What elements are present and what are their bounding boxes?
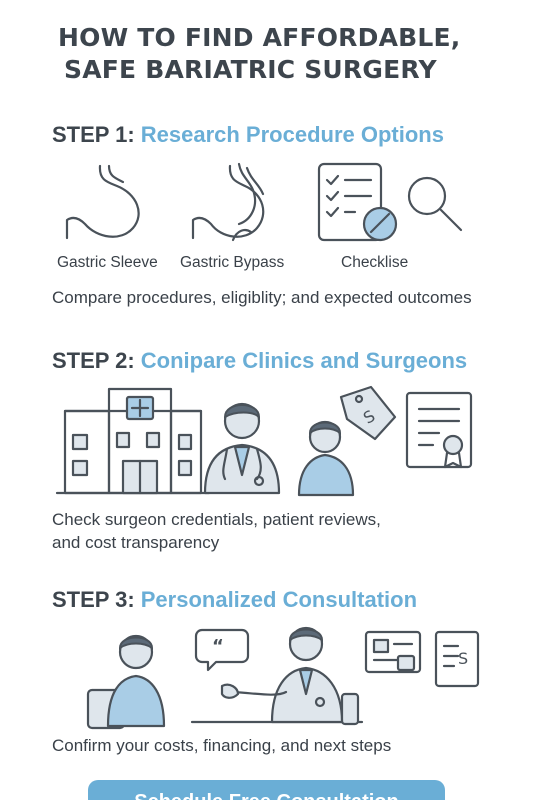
step-2-heading: STEP 2:Conipare Clinics and Surgeons	[52, 348, 467, 374]
doctor-icon	[220, 626, 360, 726]
patient-seated-icon	[86, 634, 166, 730]
hospital-icon	[55, 387, 211, 495]
step-1-description: Compare procedures, eligiblity; and expe…	[52, 288, 472, 307]
step-1-illustration	[65, 162, 463, 242]
title-line-2: SAFE BARIATRIC SURGERY	[64, 55, 437, 84]
step-3-illustration: “ S	[86, 626, 480, 730]
schedule-consultation-button[interactable]: Schedule Free Consultation	[88, 780, 445, 800]
step-3-heading: STEP 3:Personalized Consultation	[52, 587, 417, 613]
step-2-illustration: S	[55, 385, 473, 497]
step-2-number: STEP 2:	[52, 348, 135, 373]
stomach-sleeve-icon	[65, 164, 140, 240]
step-3-number: STEP 3:	[52, 587, 135, 612]
magnifier-icon	[407, 176, 463, 232]
step-1-name: Research Procedure Options	[140, 122, 444, 147]
certificate-icon	[405, 391, 473, 469]
id-card-icon	[364, 630, 422, 674]
checklist-icon	[317, 162, 398, 242]
step-1-number: STEP 1:	[52, 122, 135, 147]
svg-text:“: “	[212, 636, 224, 657]
stomach-bypass-icon	[191, 162, 265, 242]
gastric-sleeve-label: Gastric Sleeve	[57, 254, 158, 271]
step-3-description: Confirm your costs, financing, and next …	[52, 736, 392, 755]
svg-text:S: S	[458, 649, 468, 668]
page-title: HOW TO FIND AFFORDABLE, SAFE BARIATRIC S…	[58, 22, 518, 86]
speech-bubble-icon: “	[194, 628, 250, 672]
patient-icon	[297, 420, 355, 497]
step-3-name: Personalized Consultation	[140, 587, 418, 612]
gastric-bypass-label: Gastric Bypass	[180, 254, 285, 271]
step-2-name: Conipare Clinics and Surgeons	[140, 348, 468, 373]
step-2-description-line-2: and cost transparency	[52, 533, 220, 552]
title-line-1: HOW TO FIND AFFORDABLE,	[58, 23, 461, 52]
step-2-description: Check surgeon credentials, patient revie…	[52, 508, 512, 554]
step-1-heading: STEP 1:Research Procedure Options	[52, 122, 444, 148]
invoice-icon: S	[434, 630, 480, 688]
checklist-label: Checklise	[341, 254, 409, 271]
surgeon-icon	[203, 402, 281, 495]
step-2-description-line-1: Check surgeon credentials, patient revie…	[52, 510, 381, 529]
price-tag-icon: S	[339, 385, 397, 441]
